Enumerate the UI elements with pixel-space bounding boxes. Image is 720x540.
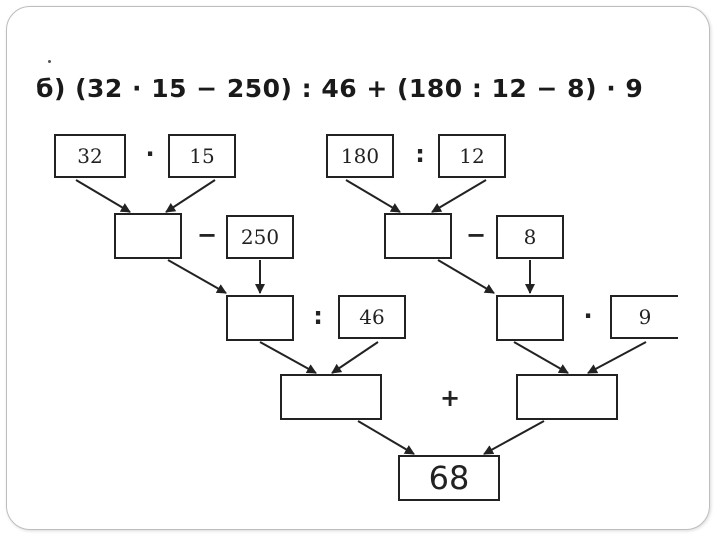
arrow (437, 259, 495, 294)
empty-box-difference-right[interactable] (496, 295, 564, 341)
arrow (167, 259, 227, 294)
multiply-sign: · (583, 302, 593, 330)
arrow (75, 179, 131, 213)
operand-15: 15 (168, 134, 236, 178)
operand-12: 12 (438, 134, 506, 178)
result-value: 68 (428, 459, 470, 497)
empty-box-difference[interactable] (226, 295, 294, 341)
arrow (357, 420, 415, 455)
expression-title: б) (32 · 15 − 250) : 46 + (180 : 12 − 8)… (36, 74, 644, 103)
arrow (331, 341, 379, 374)
divide-sign: : (313, 302, 323, 330)
decorative-dot (48, 60, 51, 63)
slide-frame (6, 6, 710, 530)
operand-250: 250 (226, 215, 294, 259)
divide-sign: : (415, 140, 425, 168)
minus-sign: − (196, 221, 218, 249)
operand-180: 180 (326, 134, 394, 178)
arrow (587, 341, 647, 374)
empty-box-left-sum-term[interactable] (280, 374, 382, 420)
empty-box-quotient[interactable] (384, 213, 452, 259)
plus-sign: + (439, 384, 461, 412)
operand-46: 46 (338, 295, 406, 339)
result-box: 68 (398, 455, 500, 501)
arrow (431, 179, 487, 213)
multiply-sign: · (145, 140, 155, 168)
operand-9: 9 (610, 295, 678, 339)
arrow (483, 420, 545, 455)
minus-sign: − (465, 221, 487, 249)
operand-8: 8 (496, 215, 564, 259)
empty-box-right-sum-term[interactable] (516, 374, 618, 420)
arrow (259, 341, 317, 374)
empty-box-product[interactable] (114, 213, 182, 259)
operand-32: 32 (54, 134, 126, 178)
arrow (165, 179, 216, 213)
arrow (345, 179, 401, 213)
arrow (513, 341, 569, 374)
